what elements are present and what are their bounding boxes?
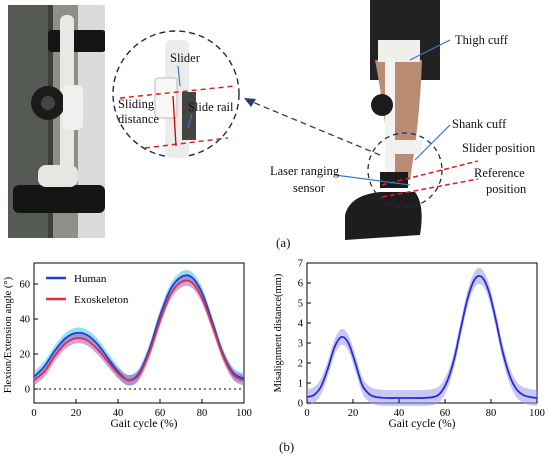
angle-ylabel: Flexion/Extension angle (°) bbox=[3, 276, 14, 393]
angle-chart: 0 20 40 60 80 100 0 20 40 60 Human Exoskeleton G… bbox=[3, 262, 252, 430]
label-sensor: sensor bbox=[293, 181, 325, 195]
series-line-0 bbox=[33, 274, 245, 382]
legend-exo-label: Exoskeleton bbox=[74, 294, 129, 306]
caption-a: (a) bbox=[276, 235, 291, 250]
label-slider: Slider bbox=[170, 51, 200, 65]
xtick-label: 80 bbox=[197, 408, 208, 419]
slide-rail-shape bbox=[182, 92, 196, 140]
ytick-label: 5 bbox=[298, 299, 303, 310]
upper-strap bbox=[48, 30, 105, 52]
angle-plot-area: 0 20 40 60 80 100 0 20 40 60 Human Exoskeleton bbox=[20, 262, 252, 419]
label-reference: Reference bbox=[474, 166, 525, 180]
ytick-label: 1 bbox=[298, 379, 303, 390]
angle-legend: Human Exoskeleton bbox=[46, 273, 129, 306]
ytick-label: 60 bbox=[20, 280, 31, 291]
label-sliding: Sliding bbox=[118, 97, 155, 111]
xtick-label: 60 bbox=[155, 408, 166, 419]
angle-frame bbox=[33, 262, 245, 404]
leg-photo bbox=[345, 0, 440, 240]
ytick-label: 40 bbox=[20, 315, 31, 326]
ytick-label: 0 bbox=[298, 399, 303, 410]
position-lines bbox=[381, 160, 479, 198]
thigh-cuff-shape bbox=[378, 40, 420, 62]
label-distance: distance bbox=[118, 112, 159, 126]
xtick-label: 20 bbox=[71, 408, 82, 419]
ytick-label: 20 bbox=[20, 350, 31, 361]
ytick-label: 4 bbox=[298, 319, 304, 330]
xtick-label: 0 bbox=[304, 408, 309, 419]
xtick-label: 0 bbox=[31, 408, 36, 419]
label-laser-ranging: Laser ranging bbox=[270, 164, 340, 178]
xtick-label: 40 bbox=[394, 408, 405, 419]
misalignment-chart: 0 20 40 60 80 100 0 1 2 3 4 5 6 7 Gait cycle (%) Mis… bbox=[273, 259, 545, 431]
ytick-label: 0 bbox=[25, 385, 30, 396]
ytick-label: 6 bbox=[298, 279, 303, 290]
xtick-label: 40 bbox=[113, 408, 124, 419]
ytick-label: 7 bbox=[298, 259, 303, 270]
device-photo bbox=[8, 5, 105, 238]
shoe bbox=[345, 192, 422, 240]
xtick-label: 80 bbox=[486, 408, 497, 419]
xtick-label: 60 bbox=[440, 408, 451, 419]
label-slider-position: Slider position bbox=[462, 141, 536, 155]
legend-human-label: Human bbox=[74, 273, 107, 285]
callout-arrows bbox=[334, 39, 451, 186]
lower-strap bbox=[13, 185, 105, 213]
ankle-circle bbox=[367, 132, 443, 208]
label-slide-rail: Slide rail bbox=[188, 100, 234, 114]
label-shank-cuff: Shank cuff bbox=[452, 117, 507, 131]
series-band-0 bbox=[307, 267, 537, 407]
mis-ylabel: Misalignment distance(mm) bbox=[273, 273, 284, 392]
xtick-label: 20 bbox=[348, 408, 359, 419]
series-band-0 bbox=[34, 269, 244, 386]
label-position: position bbox=[486, 182, 527, 196]
angle-xlabel: Gait cycle (%) bbox=[110, 418, 177, 430]
xtick-label: 100 bbox=[529, 408, 545, 419]
mis-xlabel: Gait cycle (%) bbox=[388, 418, 455, 430]
ytick-label: 3 bbox=[298, 339, 303, 350]
series-line-1 bbox=[33, 279, 245, 382]
zoom-arrow bbox=[244, 98, 381, 156]
series-line-0 bbox=[306, 274, 538, 399]
shank-cuff-shape bbox=[388, 140, 422, 154]
zoom-circle bbox=[112, 30, 240, 158]
mis-plot-area: 0 20 40 60 80 100 0 1 2 3 4 5 6 7 bbox=[298, 259, 545, 420]
xtick-label: 100 bbox=[236, 408, 252, 419]
label-thigh-cuff: Thigh cuff bbox=[455, 33, 508, 47]
ytick-label: 2 bbox=[298, 359, 303, 370]
caption-b: (b) bbox=[279, 439, 295, 454]
